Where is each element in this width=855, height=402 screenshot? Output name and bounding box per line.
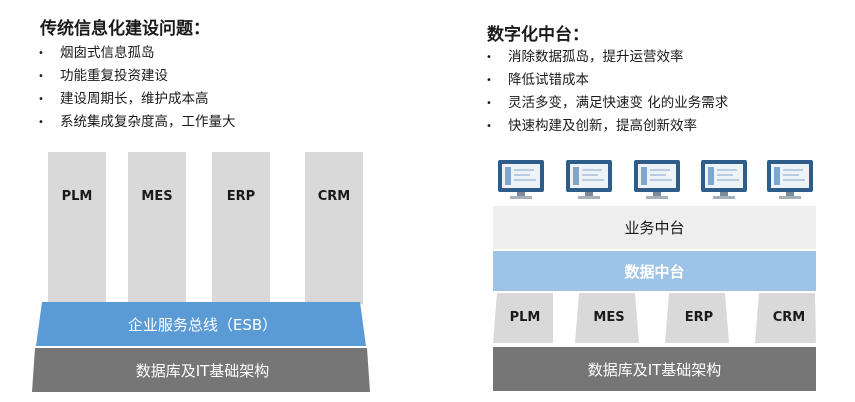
left-db-label: 数据库及IT基础架构 bbox=[135, 361, 270, 380]
right-db-label: 数据库及IT基础架构 bbox=[493, 347, 816, 391]
monitor-icon bbox=[767, 160, 813, 200]
business-platform-layer: 业务中台 bbox=[493, 206, 816, 249]
system-mes: MES bbox=[593, 309, 625, 325]
list-item: •降低试错成本 bbox=[486, 72, 589, 88]
list-item: •快速构建及创新，提高创新效率 bbox=[486, 118, 697, 134]
system-block-shape bbox=[665, 293, 729, 343]
left-base-layers bbox=[32, 302, 370, 392]
pillar-plm: PLM bbox=[48, 152, 106, 304]
system-block-shape bbox=[575, 293, 639, 343]
data-platform-layer: 数据中台 bbox=[493, 251, 816, 291]
right-bullet-list: •消除数据孤岛，提升运营效率 •降低试错成本 •灵活多变，满足快速变 化的业务需… bbox=[484, 46, 728, 138]
system-erp: ERP bbox=[684, 309, 714, 325]
pillar-crm: CRM bbox=[305, 152, 363, 304]
monitor-icon bbox=[498, 160, 544, 200]
list-item: •建设周期长，维护成本高 bbox=[38, 91, 209, 107]
db-layer-shape bbox=[32, 348, 370, 392]
list-item: •烟囱式信息孤岛 bbox=[38, 45, 155, 61]
system-plm: PLM bbox=[509, 309, 541, 325]
list-item: •灵活多变，满足快速变 化的业务需求 bbox=[486, 95, 729, 111]
system-crm: CRM bbox=[772, 309, 806, 325]
monitor-icon bbox=[566, 160, 612, 200]
esb-layer-shape bbox=[36, 302, 366, 346]
pillar-erp: ERP bbox=[212, 152, 270, 304]
left-title: 传统信息化建设问题： bbox=[40, 19, 210, 39]
pillar-mes: MES bbox=[128, 152, 186, 304]
system-block-shape bbox=[755, 293, 816, 343]
monitor-icon bbox=[634, 160, 680, 200]
left-bullet-list: •烟囱式信息孤岛 •功能重复投资建设 •建设周期长，维护成本高 •系统集成复杂度… bbox=[36, 42, 236, 134]
list-item: •系统集成复杂度高，工作量大 bbox=[38, 114, 236, 130]
list-item: •功能重复投资建设 bbox=[38, 68, 168, 84]
list-item: •消除数据孤岛，提升运营效率 bbox=[486, 49, 684, 65]
esb-label: 企业服务总线（ESB） bbox=[127, 315, 278, 334]
right-title: 数字化中台： bbox=[487, 25, 589, 45]
monitor-icon bbox=[701, 160, 747, 200]
system-blocks bbox=[493, 293, 816, 343]
system-block-shape bbox=[493, 293, 553, 343]
